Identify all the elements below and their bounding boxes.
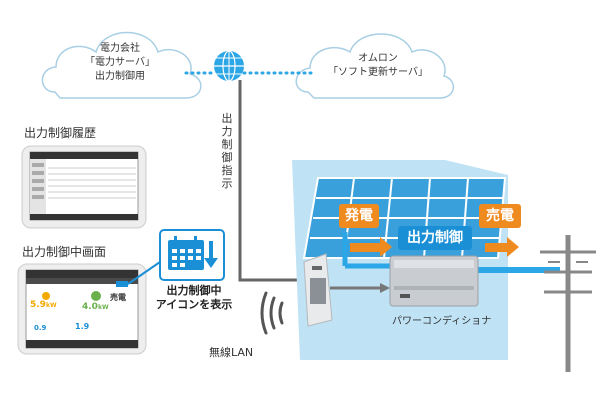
- callout-caption: 出力制御中 アイコンを表示: [154, 284, 234, 312]
- cloud-omron-text: オムロン 「ソフト更新サーバ」: [318, 52, 438, 80]
- tablet-sell-label: 売電: [110, 293, 126, 302]
- control-screen-title: 出力制御中画面: [22, 245, 107, 259]
- globe-icon: [214, 50, 244, 82]
- cloud-power-company-line3: 出力制御用: [95, 71, 145, 82]
- control-screen-tablet: [17, 263, 147, 355]
- selling-tag: 売電: [479, 204, 521, 228]
- vertical-char-3: 制: [221, 138, 233, 151]
- cloud-power-company-text: 電力会社 「電力サーバ」 出力制御用: [70, 42, 170, 84]
- utility-pole: [540, 235, 596, 372]
- output-control-instruction-label: 出 力 制 御 指 示: [220, 112, 234, 190]
- vertical-char-4: 御: [221, 151, 233, 164]
- tablet-consumption-value: 4.0kW: [82, 302, 109, 312]
- tablet-value4: 0.9: [34, 324, 47, 332]
- tablet-unit1: kW: [45, 302, 57, 309]
- cloud-omron-line1: オムロン: [358, 53, 398, 64]
- vertical-char-1: 出: [221, 112, 233, 125]
- callout-line2: アイコンを表示: [155, 298, 233, 311]
- history-title: 出力制御履歴: [24, 126, 97, 140]
- tablet-value3: 1.9: [75, 322, 90, 331]
- tablet-value2: 4.0: [82, 302, 98, 312]
- orange-arrow-selling: [485, 237, 519, 257]
- wifi-signal-icon: [260, 291, 284, 335]
- control-signal-cable: [238, 80, 300, 282]
- power-conditioner-label: パワーコンディショナ: [392, 316, 492, 327]
- power-flow-lines: [342, 232, 560, 273]
- vertical-char-2: 力: [221, 125, 233, 138]
- tablet-generation-value: 5.9kW: [30, 300, 57, 310]
- callout-connector: [127, 261, 161, 285]
- calendar-icon-callout: [159, 229, 225, 281]
- wireless-router-unit: [303, 253, 333, 327]
- cloud-omron-line2: 「ソフト更新サーバ」: [328, 67, 428, 78]
- wireless-lan-label: 無線LAN: [209, 346, 254, 359]
- tablet-unit2: kW: [97, 304, 109, 311]
- output-control-tag: 出力制御: [398, 226, 472, 250]
- cloud-omron: [295, 33, 454, 99]
- cloud-power-company-line1: 電力会社: [100, 43, 140, 54]
- cloud-power-company-line2: 「電力サーバ」: [85, 57, 155, 68]
- orange-arrow-generation: [350, 237, 392, 257]
- sun-icon: [42, 292, 50, 300]
- history-tablet: [21, 145, 147, 229]
- generation-tag: 発電: [339, 204, 379, 228]
- power-conditioner-unit: [389, 255, 479, 307]
- cloud-power-company: [41, 31, 202, 99]
- tablet-value1: 5.9: [30, 300, 46, 310]
- vertical-char-5: 指: [221, 164, 233, 177]
- callout-line1: 出力制御中: [166, 284, 222, 297]
- vertical-char-6: 示: [221, 177, 233, 190]
- output-control-indicator: [116, 281, 128, 287]
